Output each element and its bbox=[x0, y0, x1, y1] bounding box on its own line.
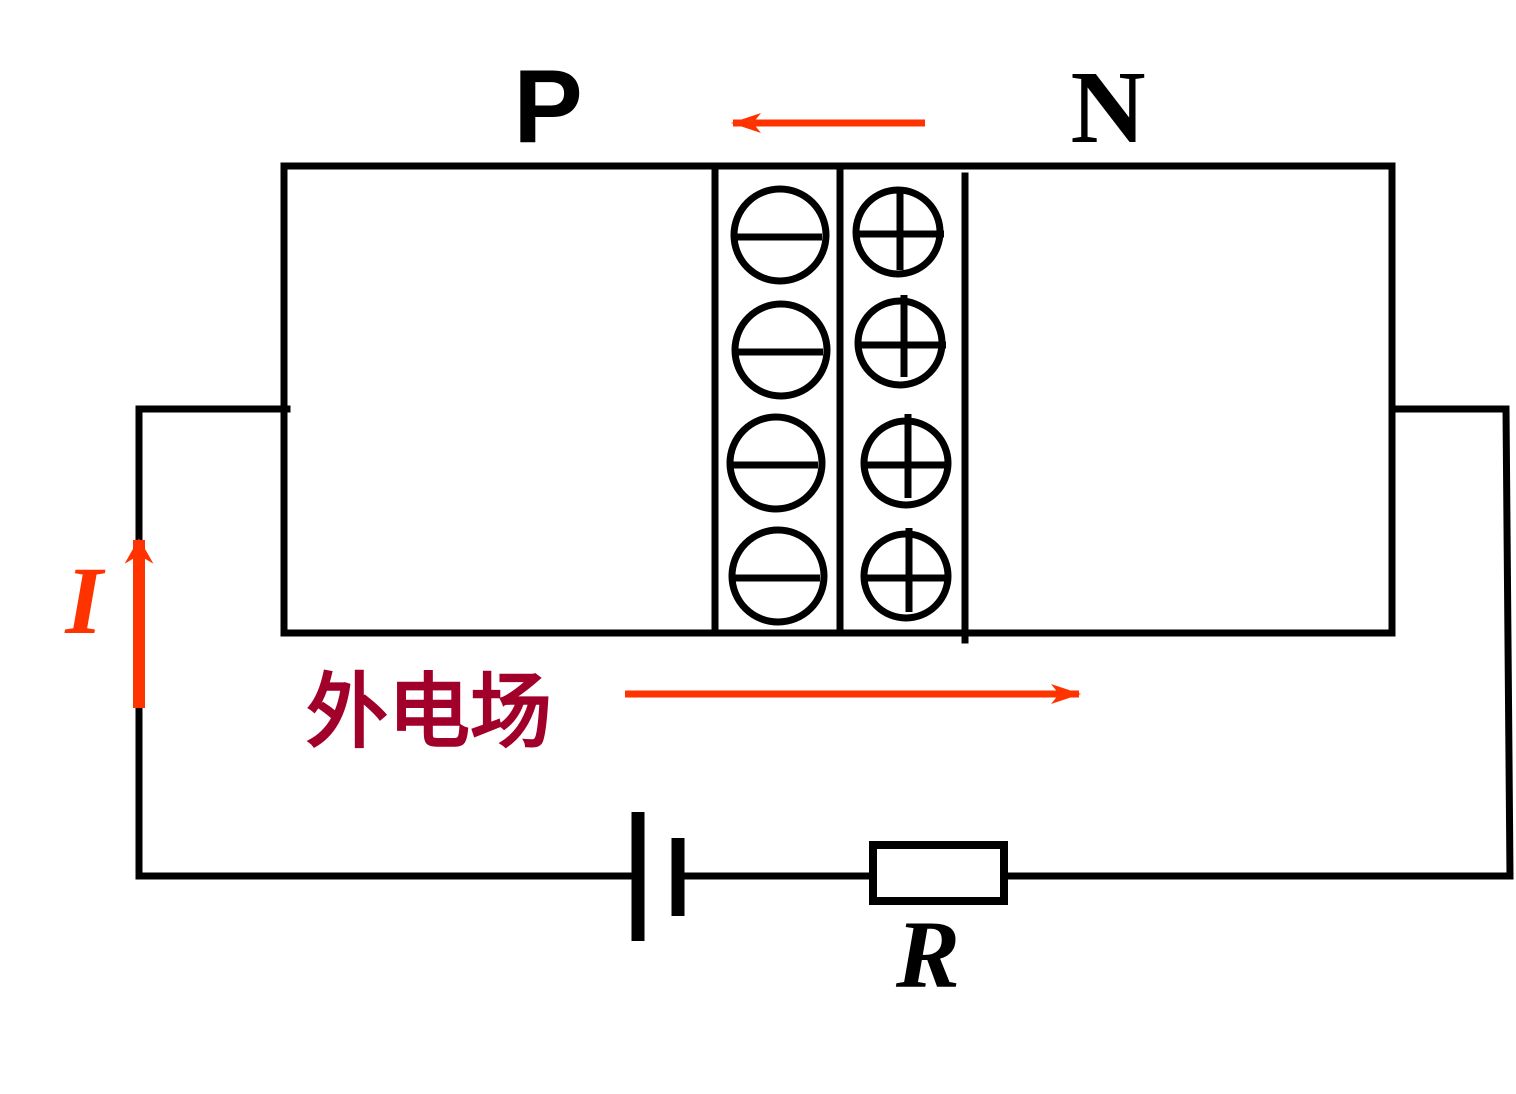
negative-ion bbox=[731, 300, 831, 400]
negative-ion bbox=[726, 413, 826, 513]
external-field-label: 外电场 bbox=[306, 665, 552, 760]
negative-ion bbox=[728, 526, 828, 626]
positive-ion bbox=[860, 528, 952, 622]
battery-symbol bbox=[631, 812, 685, 941]
positive-ion bbox=[860, 414, 952, 509]
negative-ion bbox=[730, 185, 830, 285]
n-region-label: N bbox=[1070, 50, 1145, 165]
positive-ion bbox=[854, 295, 946, 389]
right-wire bbox=[1002, 405, 1514, 880]
current-label: I bbox=[64, 547, 106, 654]
left-wire bbox=[135, 405, 640, 880]
p-region-label: P bbox=[513, 49, 582, 165]
resistor-label: R bbox=[895, 901, 960, 1008]
resistor-symbol bbox=[869, 841, 1008, 905]
positive-ion bbox=[852, 186, 944, 278]
